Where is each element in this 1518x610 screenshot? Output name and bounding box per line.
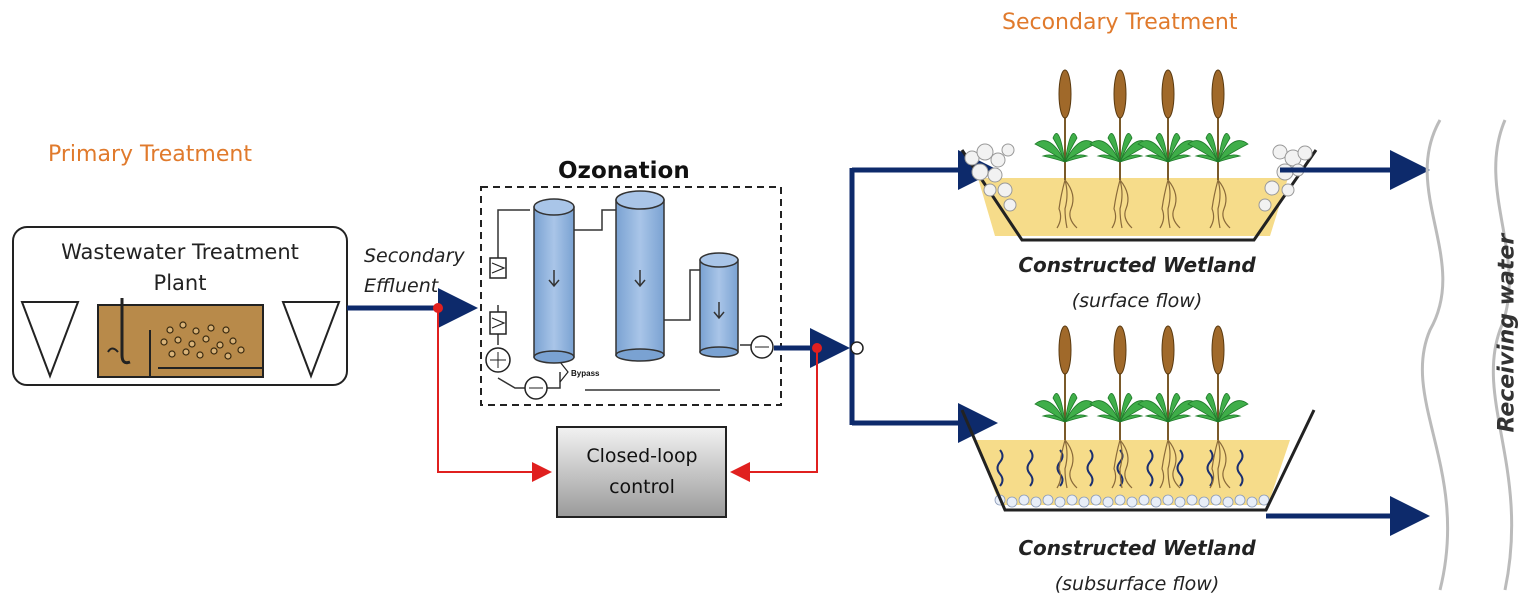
reed-icon <box>1187 69 1249 229</box>
reactor-tank-3 <box>699 252 739 358</box>
bypass-label: Bypass <box>571 369 600 378</box>
flow-splitter <box>849 150 998 443</box>
reed-plants <box>1034 69 1249 489</box>
ozonation-unit <box>480 186 782 406</box>
primary-clarifier-icon <box>20 301 80 379</box>
wetland-surface-flow <box>960 143 1430 242</box>
effluent-label-line1: Secondary <box>364 245 465 267</box>
ozonation-title: Ozonation <box>558 158 690 184</box>
splitter-node <box>850 341 864 355</box>
reed-icon <box>1137 69 1199 229</box>
wwtp-plant <box>12 226 348 386</box>
receiving-water-label: Receiving water <box>1494 233 1518 433</box>
reed-icon <box>1034 69 1096 229</box>
secondary-treatment-label: Secondary Treatment <box>1002 10 1238 35</box>
wwtp-title-line1: Wastewater Treatment <box>61 240 299 264</box>
wetland-subsurface-flow-type: (subsurface flow) <box>1054 573 1220 595</box>
wetland-surface-name: Constructed Wetland <box>1018 253 1256 277</box>
reed-icon <box>1137 325 1199 489</box>
closed-loop-control-box <box>556 426 727 518</box>
sensor-point <box>433 303 443 313</box>
reactor-tank-1 <box>533 198 575 364</box>
filter-icon <box>489 311 507 335</box>
reed-icon <box>1034 325 1096 489</box>
control-lines <box>433 303 822 482</box>
primary-treatment-label: Primary Treatment <box>48 142 252 167</box>
wetland-subsurface-flow <box>960 409 1430 536</box>
effluent-label-line2: Effluent <box>364 275 439 297</box>
reactor-tank-2 <box>615 190 665 362</box>
bypass-valve-icon <box>559 361 569 383</box>
secondary-clarifier-icon <box>281 301 341 379</box>
control-label-line1: Closed-loop <box>586 445 698 467</box>
filter-icon <box>489 257 507 279</box>
aeration-basin-icon <box>97 298 264 378</box>
control-label-line2: control <box>609 476 675 498</box>
reed-icon <box>1187 325 1249 489</box>
receiving-water <box>1420 119 1514 591</box>
wetland-subsurface-name: Constructed Wetland <box>1018 536 1256 560</box>
wwtp-title-line2: Plant <box>153 271 207 295</box>
wetland-surface-flow-type: (surface flow) <box>1071 290 1203 312</box>
sensor-point <box>812 343 822 353</box>
